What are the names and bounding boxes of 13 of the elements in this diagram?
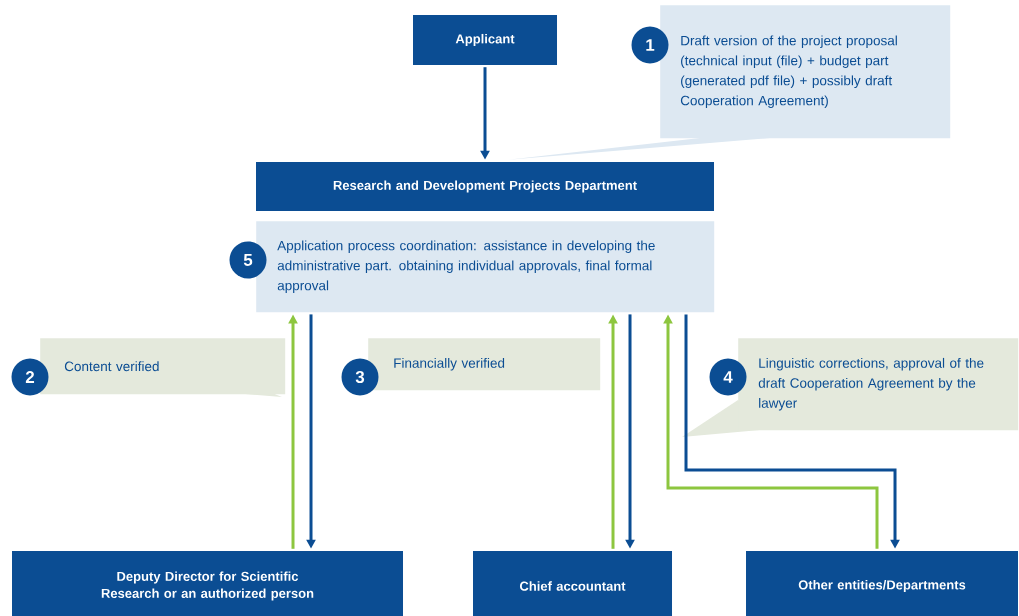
callout-box: Content verified — [40, 338, 286, 397]
process-box: Other entities/Departments — [746, 551, 1018, 616]
number-badge: 2 — [11, 358, 49, 396]
callout-box: Financially verified — [368, 338, 601, 391]
number-badge: 3 — [341, 358, 379, 396]
number-badge: 4 — [709, 358, 747, 396]
number-badge: 5 — [229, 241, 267, 279]
number-badge: 1 — [631, 26, 669, 64]
process-box: Chief accountant — [473, 551, 672, 616]
process-box: Research and Development Projects Department — [256, 162, 714, 211]
process-box: Deputy Director for Scientific Research or an authorized person — [12, 551, 403, 616]
process-box: Applicant — [413, 15, 557, 65]
callout-box: Application process coordination: assistance in developing the administrative part. obtaining individual approvals, final formal approval — [256, 221, 715, 313]
